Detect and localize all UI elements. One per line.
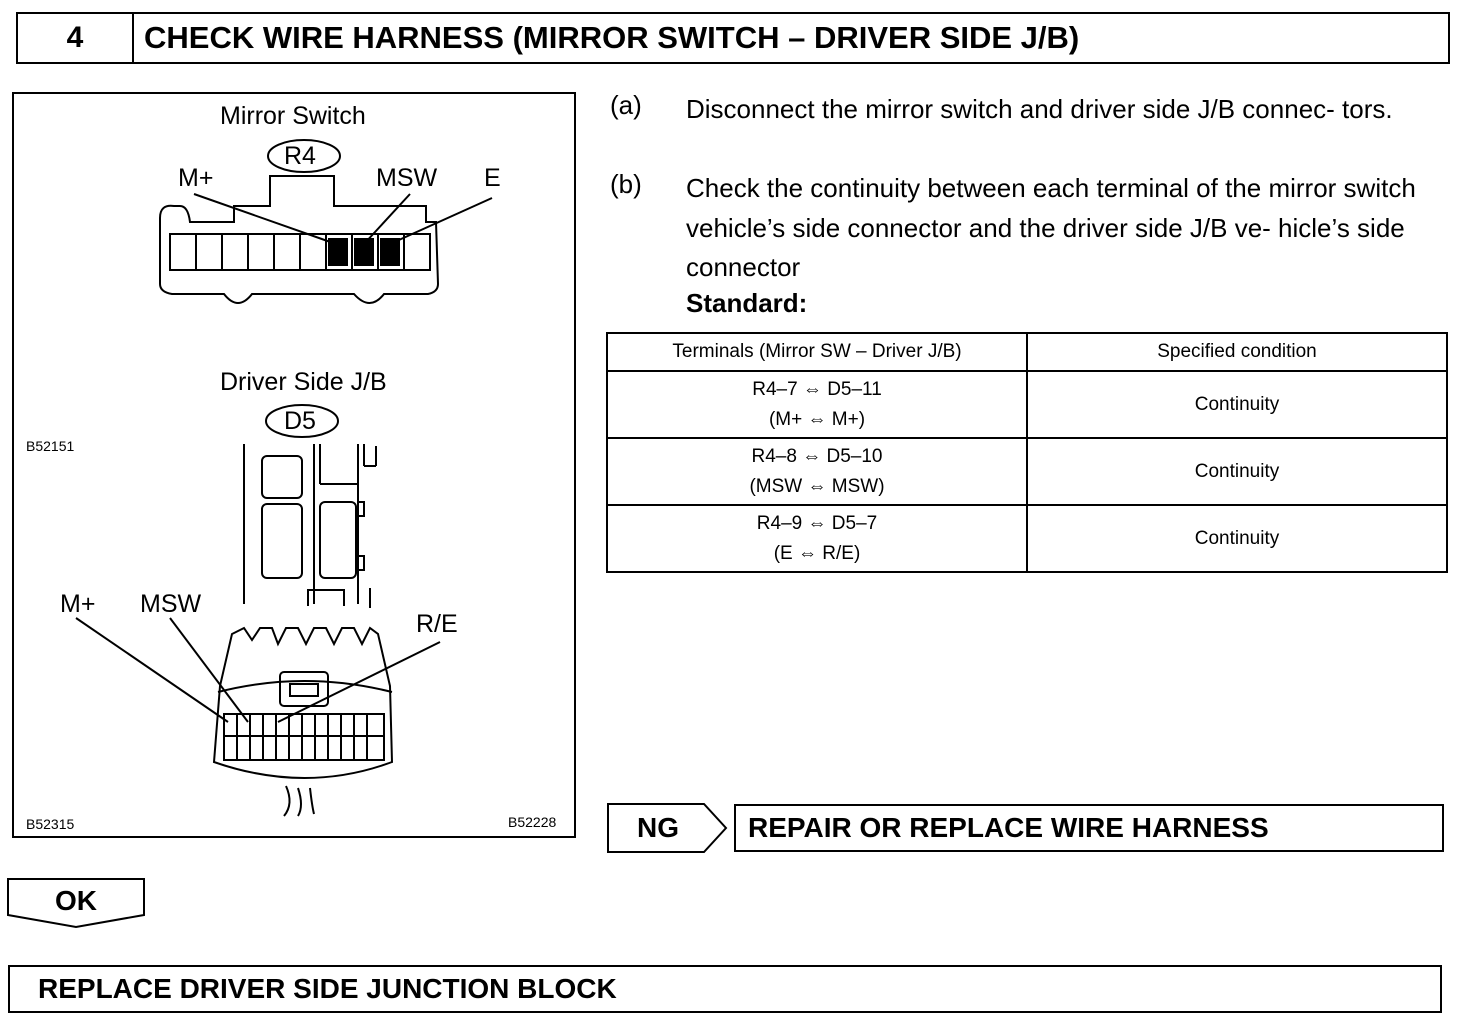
d5-connector-label: D5: [284, 407, 316, 435]
table-header-row: Terminals (Mirror SW – Driver J/B) Speci…: [606, 332, 1448, 372]
mirror-switch-m-plus-label: M+: [178, 164, 214, 192]
step-title: CHECK WIRE HARNESS (MIRROR SWITCH – DRIV…: [144, 20, 1080, 55]
mirror-switch-connector-outline: [159, 175, 440, 304]
m-plus-leader: [193, 193, 337, 245]
mirror-switch-title: Mirror Switch: [220, 102, 366, 130]
pin-pair: (E ⇔ R/E): [773, 542, 861, 564]
driver-jb-title: Driver Side J/B: [220, 368, 387, 396]
step-text: Check the continuity between each termin…: [686, 173, 1416, 282]
msw-leader: [363, 193, 411, 245]
column-header: Specified condition: [1026, 332, 1448, 372]
final-action-box: REPLACE DRIVER SIDE JUNCTION BLOCK: [8, 965, 1442, 1013]
table-row: R4–9 ⇔ D5–7 (E ⇔ R/E) Continuity: [606, 504, 1448, 573]
figure-code: B52315: [26, 816, 75, 832]
ng-label: NG: [637, 812, 679, 843]
terminals-cell: R4–9 ⇔ D5–7 (E ⇔ R/E): [606, 504, 1028, 573]
mirror-switch-e-label: E: [484, 164, 501, 192]
condition-cell: Continuity: [1026, 504, 1448, 573]
jb-re-leader: [277, 641, 441, 723]
terminals-cell: R4–8 ⇔ D5–10 (MSW ⇔ MSW): [606, 437, 1028, 506]
e-pin-highlight: [380, 238, 400, 266]
step-marker: (a): [610, 90, 642, 120]
column-header: Terminals (Mirror SW – Driver J/B): [606, 332, 1028, 372]
table-row: R4–7 ⇔ D5–11 (M+ ⇔ M+) Continuity: [606, 370, 1448, 439]
step-number: 4: [18, 14, 134, 62]
r4-connector-label: R4: [284, 142, 316, 170]
mirror-switch-msw-label: MSW: [376, 164, 438, 192]
figure-code: B52228: [508, 814, 557, 830]
terminal-pair: R4–7 ⇔ D5–11: [752, 378, 882, 400]
terminal-pair: R4–9 ⇔ D5–7: [756, 512, 878, 534]
diagram-panel: Mirror Switch R4 M+ MSW E Driver Side J/…: [12, 92, 576, 838]
condition-cell: Continuity: [1026, 370, 1448, 439]
m-plus-pin-highlight: [328, 238, 348, 266]
condition-cell: Continuity: [1026, 437, 1448, 506]
step-header: 4 CHECK WIRE HARNESS (MIRROR SWITCH – DR…: [16, 12, 1450, 64]
d5-connector-oval: [265, 404, 339, 438]
msw-pin-highlight: [354, 238, 374, 266]
driver-jb-re-label: R/E: [416, 610, 458, 638]
ng-arrow-shape: [607, 803, 728, 853]
table-row: R4–8 ⇔ D5–10 (MSW ⇔ MSW) Continuity: [606, 437, 1448, 506]
driver-jb-connector-outline: [212, 626, 394, 779]
r4-connector-oval: [267, 139, 341, 173]
ok-arrow-shape: [7, 878, 145, 929]
e-leader: [389, 197, 493, 245]
figure-code: B52151: [26, 438, 75, 454]
connector-diagram: [75, 139, 493, 817]
spec-table: Terminals (Mirror SW – Driver J/B) Speci…: [606, 332, 1448, 573]
standard-label: Standard:: [686, 288, 808, 318]
pin-pair: (MSW ⇔ MSW): [749, 475, 885, 497]
step-marker: (b): [610, 169, 642, 199]
ng-action-box: REPAIR OR REPLACE WIRE HARNESS: [734, 804, 1444, 852]
terminal-pair: R4–8 ⇔ D5–10: [751, 445, 883, 467]
ok-label: OK: [55, 885, 97, 916]
driver-jb-m-plus-label: M+: [60, 590, 96, 618]
terminals-cell: R4–7 ⇔ D5–11 (M+ ⇔ M+): [606, 370, 1028, 439]
driver-jb-msw-label: MSW: [140, 590, 202, 618]
step-text: Disconnect the mirror switch and driver …: [686, 94, 1393, 124]
jb-msw-leader: [169, 617, 249, 723]
pin-pair: (M+ ⇔ M+): [768, 408, 866, 430]
jb-m-plus-leader: [75, 617, 229, 723]
